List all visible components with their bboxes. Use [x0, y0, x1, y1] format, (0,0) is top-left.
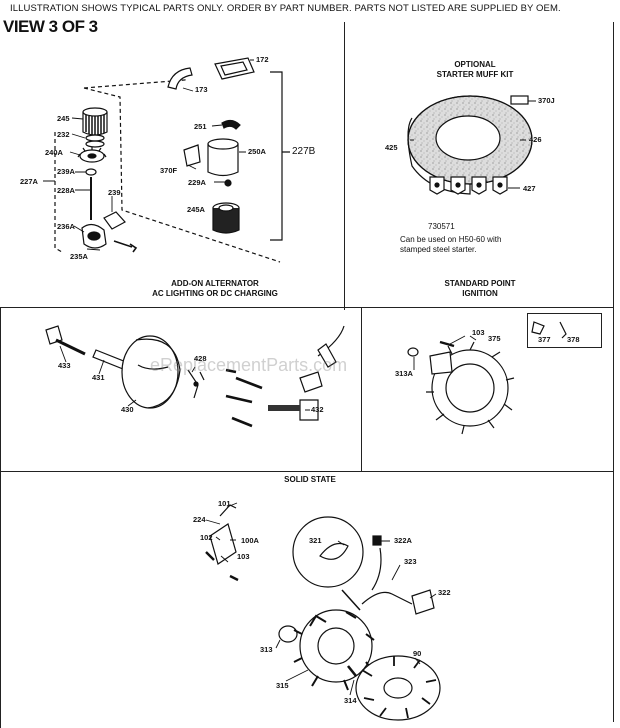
part-label: 239A — [57, 167, 75, 176]
part-label: 431 — [92, 373, 105, 382]
panel-right-border — [612, 22, 614, 722]
panel-377-378-box — [527, 313, 602, 348]
part-label: 250A — [248, 147, 266, 156]
bolt-433-icon — [45, 325, 86, 356]
part-label: 377 — [538, 335, 551, 344]
nut-229A-icon — [224, 179, 232, 187]
part-label: 378 — [567, 335, 580, 344]
washer-313A-icon — [407, 347, 419, 357]
part-label: 315 — [276, 681, 289, 690]
part-label: 100A — [241, 536, 259, 545]
header-notice: ILLUSTRATION SHOWS TYPICAL PARTS ONLY. O… — [10, 3, 561, 14]
part-label: 240A — [45, 148, 63, 157]
flywheel-430-icon — [121, 335, 181, 409]
kit-number: 730571 — [428, 222, 455, 231]
part-label: 322 — [438, 588, 451, 597]
bracket-227B-line — [270, 71, 290, 241]
part-label: 375 — [488, 334, 501, 343]
gear-240A-icon — [77, 147, 107, 163]
panel-divider-bottom — [0, 471, 614, 472]
hose-elbow-173-icon — [167, 67, 193, 90]
part-label: 251 — [194, 122, 207, 131]
part-label: 322A — [394, 536, 412, 545]
part-label: 323 — [404, 557, 417, 566]
part-label: 313A — [395, 369, 413, 378]
ignition-screw-icon — [225, 368, 263, 428]
watermark: eReplacementParts.com — [150, 355, 348, 375]
panel-alternator-frame — [2, 22, 345, 310]
clips-427-icon — [429, 176, 508, 195]
part-label: 173 — [195, 85, 208, 94]
filter-245-icon — [82, 107, 108, 136]
alternator-kit-dashed-outline — [83, 69, 281, 263]
screw-235A-icon — [113, 240, 138, 253]
part-label: 103 — [472, 328, 485, 337]
connector-322A-icon — [372, 535, 382, 546]
part-label: 229A — [188, 178, 206, 187]
view-title: VIEW 3 OF 3 — [3, 17, 98, 36]
panel-divider-top — [0, 307, 614, 308]
alternator-caption: ADD-ON ALTERNATOR AC LIGHTING OR DC CHAR… — [152, 279, 278, 298]
magneto-armature-icon — [426, 341, 515, 435]
stator-245A-icon — [212, 202, 240, 234]
nut-232-icon — [85, 134, 105, 148]
label-370J-icon — [510, 95, 529, 105]
solid-state-caption: SOLID STATE — [284, 475, 336, 484]
part-label: 239 — [108, 188, 121, 197]
part-label: 228A — [57, 186, 75, 195]
part-label: 425 — [385, 143, 398, 152]
part-label: 103 — [237, 552, 250, 561]
part-label: 313 — [260, 645, 273, 654]
part-label: 232 — [57, 130, 70, 139]
gasket-172-icon — [214, 57, 255, 80]
panel-left-border — [0, 307, 1, 728]
part-label: 236A — [57, 222, 75, 231]
clip-377-icon — [531, 321, 545, 335]
magnifier-321-icon — [292, 516, 364, 611]
cylinder-250A-icon — [207, 138, 239, 177]
part-label: 90 — [413, 649, 422, 658]
bracket-227A-dashed-icon — [54, 132, 63, 253]
part-label: 314 — [344, 696, 357, 705]
muff-kit-title: OPTIONAL STARTER MUFF KIT — [436, 60, 514, 79]
part-label: 426 — [529, 135, 542, 144]
sleeve-431-icon — [92, 349, 127, 370]
part-label: 224 — [193, 515, 206, 524]
module-100A-icon — [205, 504, 239, 582]
screw-314-icon — [346, 665, 358, 677]
panel-divider-mid-vertical — [361, 307, 362, 472]
part-label: 245A — [187, 205, 205, 214]
part-label: 172 — [256, 55, 269, 64]
part-label: 432 — [311, 405, 324, 414]
part-label: 428 — [194, 354, 207, 363]
clip-251-icon — [221, 119, 241, 130]
point-ignition-caption: STANDARD POINT IGNITION — [444, 279, 516, 298]
part-label: 370J — [538, 96, 555, 105]
points-428-icon — [187, 369, 205, 399]
part-label: 427 — [523, 184, 536, 193]
part-label: 101 — [218, 499, 231, 508]
kit-note: Can be used on H50-60 with stamped steel… — [400, 235, 502, 254]
leader-lines — [43, 59, 536, 696]
part-label: 430 — [121, 405, 134, 414]
lead-378-icon — [559, 321, 567, 339]
housing-236A-icon — [81, 223, 107, 249]
part-label: 433 — [58, 361, 71, 370]
part-label: 235A — [70, 252, 88, 261]
flywheel-90-icon — [355, 655, 441, 721]
part-label: 321 — [309, 536, 322, 545]
starter-muff-ring-icon — [407, 95, 533, 195]
plate-370F-icon — [183, 144, 201, 167]
harness-323-icon — [361, 547, 435, 615]
part-label: 227B — [292, 146, 316, 157]
part-label: 370F — [160, 166, 178, 175]
spacer-313-icon — [278, 625, 298, 643]
bracket-239-icon — [103, 211, 126, 230]
washer-239A-icon — [85, 168, 97, 176]
screw-103-icon — [439, 340, 455, 348]
part-label: 245 — [57, 114, 70, 123]
part-label: 102 — [200, 533, 213, 542]
part-label: 227A — [20, 177, 38, 186]
